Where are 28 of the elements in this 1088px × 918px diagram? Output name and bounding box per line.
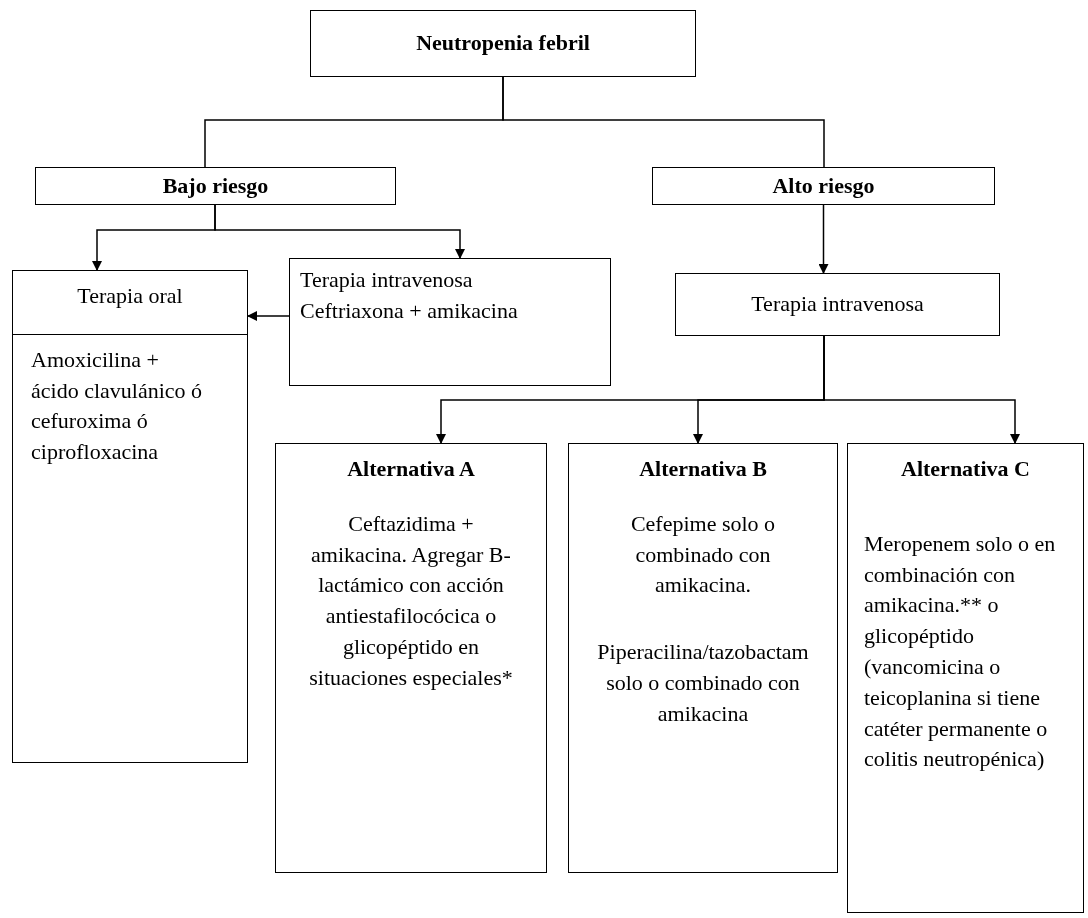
box-text: Meropenem solo o en combinación con amikacina.** o glicopéptido (vancomicina o teicoplanina si tiene catéter permanente o colitis neutropénica) xyxy=(863,529,1057,774)
flowchart-box xyxy=(847,443,1084,913)
flowchart-box xyxy=(310,10,696,77)
flowchart-box xyxy=(275,443,547,873)
arrow xyxy=(823,335,1020,444)
flowchart-box xyxy=(568,443,838,873)
box-text: Cefepime solo o combinado con amikacina. xyxy=(629,509,777,600)
arrow xyxy=(247,311,290,321)
flowchart-box xyxy=(12,270,248,763)
box-text: Piperacilina/tazobactam solo o combinado con amikacina xyxy=(596,638,810,728)
flowchart-box xyxy=(289,258,611,386)
box-text: Bajo riesgo xyxy=(161,171,270,200)
box-heading: Terapia intravenosa xyxy=(300,266,474,294)
arrow xyxy=(214,204,465,259)
arrow xyxy=(818,204,829,274)
box-heading: Alternativa A xyxy=(346,455,476,483)
flowchart-box xyxy=(652,167,995,205)
box-text: Alto riesgo xyxy=(771,171,876,200)
flowchart-box xyxy=(35,167,396,205)
flowchart-box xyxy=(675,273,1000,336)
box-text: Neutropenia febril xyxy=(415,29,591,58)
box-heading: Terapia oral xyxy=(13,271,247,335)
box-text: Amoxicilina + ácido clavulánico ó cefuroxima ó ciprofloxacina xyxy=(30,345,204,467)
box-heading: Alternativa B xyxy=(638,455,768,483)
box-text: Ceftazidima + amikacina. Agregar B-lactámico con acción antiestafilocócica o glicopéptido en situaciones especiales* xyxy=(308,509,514,692)
box-text: Ceftriaxona + amikacina xyxy=(300,296,519,325)
box-heading: Alternativa C xyxy=(900,455,1031,483)
box-text: Terapia intravenosa xyxy=(750,290,925,319)
